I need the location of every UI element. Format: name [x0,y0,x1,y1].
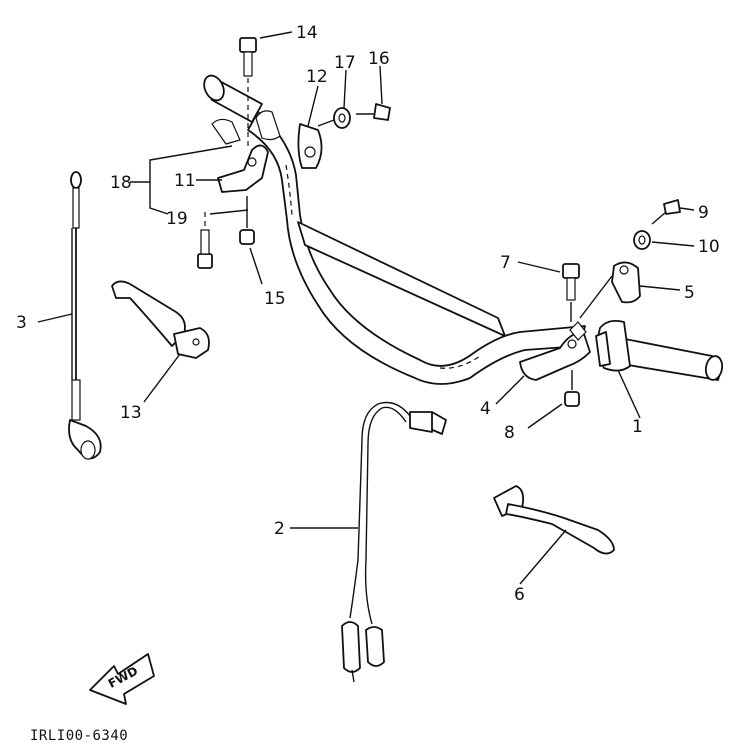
washer-17 [333,107,351,129]
callout-18: 18 [110,173,132,193]
callout-8: 8 [504,423,515,443]
callout-11: 11 [174,171,196,191]
right-switch-housing [595,319,631,372]
callout-3: 3 [16,313,27,333]
callout-19: 19 [166,209,188,229]
screw-9 [651,199,681,225]
callout-16: 16 [368,49,390,69]
clutch-cable [68,171,102,460]
switch-wire [341,401,447,683]
callout-6: 6 [514,585,525,605]
callout-17: 17 [334,53,356,73]
bracket-12 [255,110,323,169]
callout-14: 14 [296,23,318,43]
callout-9: 9 [698,203,709,223]
callout-13: 13 [120,403,142,423]
drawing-code: IRLI00-6340 [30,728,128,744]
clutch-lever [111,280,210,359]
washer-10 [633,230,651,250]
callout-12: 12 [306,67,328,87]
leader-lines [37,31,695,585]
right-clamp [611,261,641,304]
screw-19 [197,212,213,269]
callout-15: 15 [264,289,286,309]
callout-2: 2 [274,519,285,539]
right-bolt [562,263,580,322]
right-nut [564,370,580,407]
fwd-arrow-icon: FWD [89,653,155,705]
handlebar [203,74,724,385]
callout-7: 7 [500,253,511,273]
bolt-14 [239,37,257,150]
callout-4: 4 [480,399,491,419]
brake-lever [493,485,615,555]
callout-5: 5 [684,283,695,303]
callout-1: 1 [632,417,643,437]
callouts: 1 2 3 4 5 6 7 8 9 10 11 12 13 14 15 16 1… [16,23,720,605]
right-lever-holder [519,321,591,381]
screw-16 [356,103,391,121]
left-lever-holder [211,118,269,193]
nut-15 [239,196,255,245]
callout-10: 10 [698,237,720,257]
